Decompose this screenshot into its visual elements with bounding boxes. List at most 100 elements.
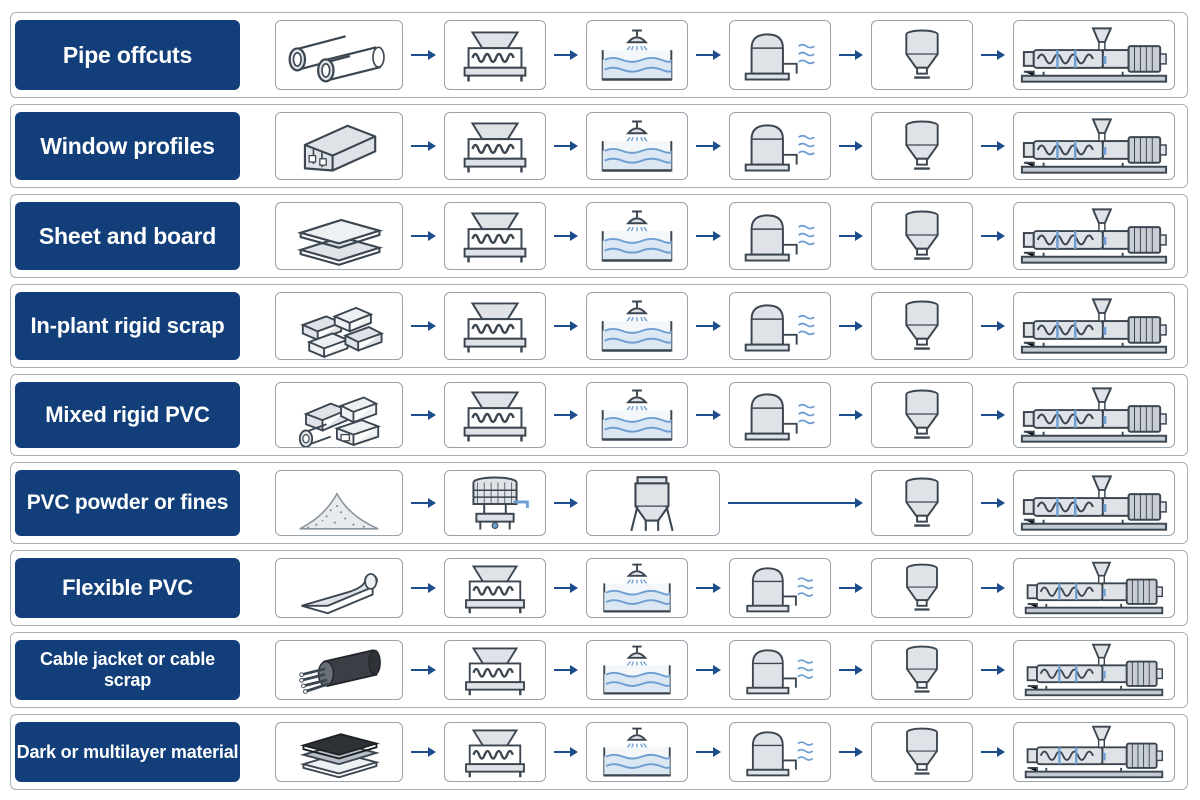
process-step-box [871, 558, 973, 618]
window-profile-icon [303, 124, 377, 172]
material-box [275, 640, 403, 700]
hopper-icon [906, 563, 938, 611]
extruder-icon [1020, 27, 1168, 83]
flow-arrow [981, 665, 1005, 675]
process-step-box [444, 382, 546, 448]
process-step-box [871, 202, 973, 270]
wash-tank-icon [603, 645, 671, 695]
process-step-box [871, 640, 973, 700]
flow-arrow [839, 410, 863, 420]
dryer-icon [746, 567, 814, 613]
flow-arrow [696, 231, 721, 241]
shredder-icon [463, 212, 527, 263]
shredder-icon [463, 391, 527, 442]
flow-arrow [981, 747, 1005, 757]
material-box [275, 722, 403, 782]
process-step-box [729, 20, 831, 90]
extruder-icon [1020, 118, 1168, 174]
dryer-icon [746, 731, 814, 777]
process-step-box [586, 382, 688, 448]
process-step-box [729, 382, 831, 448]
process-step-box [1013, 292, 1175, 360]
process-step-box [1013, 20, 1175, 90]
process-step-box [871, 470, 973, 536]
extruder-icon [1020, 387, 1168, 443]
material-box [275, 382, 403, 448]
shredder-icon [463, 122, 527, 173]
process-step-box [444, 20, 546, 90]
process-step-box [1013, 722, 1175, 782]
process-step-box [871, 20, 973, 90]
sieve-icon [472, 476, 529, 530]
process-step-box [1013, 470, 1175, 536]
flow-arrow [981, 50, 1005, 60]
material-box [275, 112, 403, 180]
flow-arrow [411, 747, 436, 757]
flow-arrow [554, 141, 578, 151]
material-label: Sheet and board [15, 202, 240, 270]
material-label: Pipe offcuts [15, 20, 240, 90]
shredder-icon [463, 302, 527, 353]
flow-arrow [696, 321, 721, 331]
process-step-box [586, 292, 688, 360]
shredder-icon [465, 729, 525, 778]
flow-arrow [839, 231, 863, 241]
process-step-box [871, 112, 973, 180]
flow-arrow [839, 747, 863, 757]
process-step-box [871, 292, 973, 360]
wash-tank-icon [601, 389, 673, 441]
powder-pile-icon [299, 492, 379, 530]
process-step-box [444, 558, 546, 618]
hopper-icon [905, 29, 939, 79]
extruder-icon [1024, 643, 1164, 697]
flexible-roll-icon [301, 573, 378, 615]
hopper-icon [905, 210, 939, 260]
dryer-icon [744, 124, 815, 172]
flow-arrow [696, 583, 721, 593]
material-label: Mixed rigid PVC [15, 382, 240, 448]
extruder-icon [1024, 725, 1164, 779]
material-label: Flexible PVC [15, 558, 240, 618]
material-label: Window profiles [15, 112, 240, 180]
dryer-icon [744, 304, 815, 352]
dryer-icon [746, 649, 814, 695]
flow-arrow [411, 141, 436, 151]
flow-arrow [411, 321, 436, 331]
flow-arrow [411, 583, 436, 593]
shredder-icon [465, 565, 525, 614]
hopper-icon [906, 727, 938, 775]
flow-arrow [554, 665, 578, 675]
pipe-icon [288, 35, 385, 83]
flow-arrow [981, 498, 1005, 508]
process-step-box [586, 470, 720, 536]
hopper-icon [906, 645, 938, 693]
process-step-box [871, 722, 973, 782]
flow-arrow [728, 498, 863, 508]
flow-arrow [696, 50, 721, 60]
extruder-icon [1024, 561, 1164, 615]
process-step-box [729, 640, 831, 700]
material-label: Cable jacket or cable scrap [15, 640, 240, 700]
process-step-box [586, 558, 688, 618]
process-step-box [729, 292, 831, 360]
shredder-icon [463, 31, 527, 82]
process-step-box [586, 202, 688, 270]
material-box [275, 202, 403, 270]
flow-arrow [696, 665, 721, 675]
process-step-box [444, 640, 546, 700]
flow-arrow [839, 141, 863, 151]
flow-arrow [981, 410, 1005, 420]
sheet-board-icon [296, 218, 384, 266]
flow-arrow [696, 141, 721, 151]
cable-icon [299, 649, 381, 694]
process-step-box [586, 112, 688, 180]
flow-arrow [554, 498, 578, 508]
hopper-icon [905, 389, 939, 439]
hopper-icon [905, 477, 939, 527]
flow-arrow [554, 410, 578, 420]
flow-arrow [554, 321, 578, 331]
extruder-icon [1020, 208, 1168, 264]
flow-arrow [411, 410, 436, 420]
wash-tank-icon [601, 300, 673, 352]
wash-tank-icon [601, 29, 673, 81]
